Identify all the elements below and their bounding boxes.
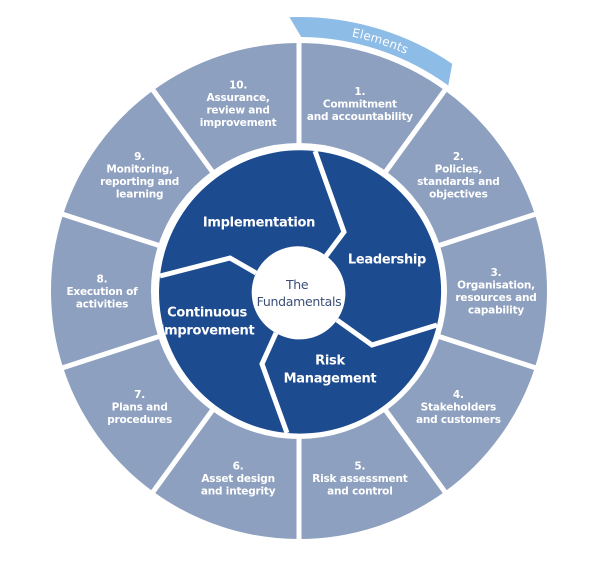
element-number: 1. bbox=[354, 86, 365, 98]
element-label-line: Plans and bbox=[112, 402, 168, 414]
element-number: 2. bbox=[453, 151, 464, 163]
element-segment-8[interactable] bbox=[51, 214, 159, 368]
element-divider bbox=[58, 210, 163, 249]
fundamental-segment-implementation[interactable] bbox=[160, 150, 344, 276]
center-label-line: The bbox=[285, 277, 309, 292]
fundamental-divider bbox=[259, 331, 290, 434]
element-label-line: improvement bbox=[200, 117, 277, 129]
element-label-line: and integrity bbox=[201, 486, 276, 498]
element-label-line: objectives bbox=[429, 189, 488, 201]
element-segment-9[interactable] bbox=[63, 90, 213, 246]
center-label-line: Fundamentals bbox=[257, 294, 342, 309]
element-segment-3[interactable] bbox=[439, 214, 547, 368]
fundamental-label-line: Management bbox=[284, 372, 377, 387]
element-number: 10. bbox=[229, 80, 247, 92]
fundamental-divider bbox=[335, 317, 438, 348]
elements-tab-shape bbox=[289, 17, 453, 86]
element-number: 6. bbox=[233, 461, 244, 473]
element-label-line: Organisation, bbox=[457, 280, 535, 292]
element-segment-2[interactable] bbox=[385, 90, 535, 246]
element-label-line: standards and bbox=[417, 176, 500, 188]
element-label-line: and control bbox=[327, 486, 392, 498]
fundamental-label-line: Improvement bbox=[160, 324, 255, 339]
element-label-line: Policies, bbox=[435, 164, 483, 176]
element-label-line: activities bbox=[76, 298, 128, 310]
element-divider bbox=[381, 85, 450, 176]
element-number: 9. bbox=[134, 151, 145, 163]
element-label-line: learning bbox=[116, 189, 163, 201]
element-label-line: Stakeholders bbox=[421, 402, 496, 414]
fundamental-label-line: Continuous bbox=[167, 306, 247, 321]
center-label: The Fundamentals bbox=[257, 277, 342, 309]
element-label-line: and accountability bbox=[307, 111, 413, 123]
element-label-line: Risk assessment bbox=[312, 473, 408, 485]
center-circle[interactable] bbox=[253, 247, 345, 339]
fundamental-dividers bbox=[159, 150, 438, 434]
element-label-line: Execution of bbox=[66, 286, 138, 298]
element-label-line: Asset design bbox=[201, 473, 275, 485]
element-divider bbox=[381, 406, 450, 497]
element-label-line: Assurance, bbox=[207, 92, 270, 104]
fundamental-segment-leadership[interactable] bbox=[315, 151, 442, 345]
fundamental-label-line: Risk bbox=[315, 354, 345, 369]
fundamental-segment-risk-management[interactable] bbox=[262, 320, 437, 434]
fundamental-label-leadership: Leadership bbox=[348, 253, 426, 268]
element-number: 3. bbox=[491, 267, 502, 279]
element-divider bbox=[148, 406, 217, 497]
fundamental-label-line: Implementation bbox=[203, 216, 315, 231]
element-number: 7. bbox=[134, 389, 145, 401]
element-label-line: procedures bbox=[107, 414, 172, 426]
element-number: 8. bbox=[97, 273, 108, 285]
element-divider bbox=[435, 333, 540, 372]
element-number: 4. bbox=[453, 389, 464, 401]
element-label-line: Commitment bbox=[323, 98, 397, 110]
element-label-line: reporting and bbox=[100, 176, 179, 188]
element-label-line: and customers bbox=[416, 414, 501, 426]
element-segment-7[interactable] bbox=[63, 336, 213, 492]
fundamental-label-implementation: Implementation bbox=[203, 216, 315, 231]
element-label-line: capability bbox=[468, 305, 524, 317]
fundamental-segment-continuous-improvement[interactable] bbox=[159, 258, 287, 433]
element-divider bbox=[148, 85, 217, 176]
element-divider bbox=[435, 210, 540, 249]
center-hub: The Fundamentals bbox=[253, 247, 345, 339]
element-segment-4[interactable] bbox=[385, 336, 535, 492]
element-number: 5. bbox=[354, 461, 365, 473]
element-divider bbox=[58, 333, 163, 372]
fundamental-divider bbox=[312, 150, 347, 258]
fundamental-divider bbox=[159, 255, 258, 279]
element-label-line: Monitoring, bbox=[106, 164, 173, 176]
element-label-line: review and bbox=[206, 105, 269, 117]
element-label-line: resources and bbox=[455, 292, 536, 304]
fundamental-label-line: Leadership bbox=[348, 253, 426, 268]
